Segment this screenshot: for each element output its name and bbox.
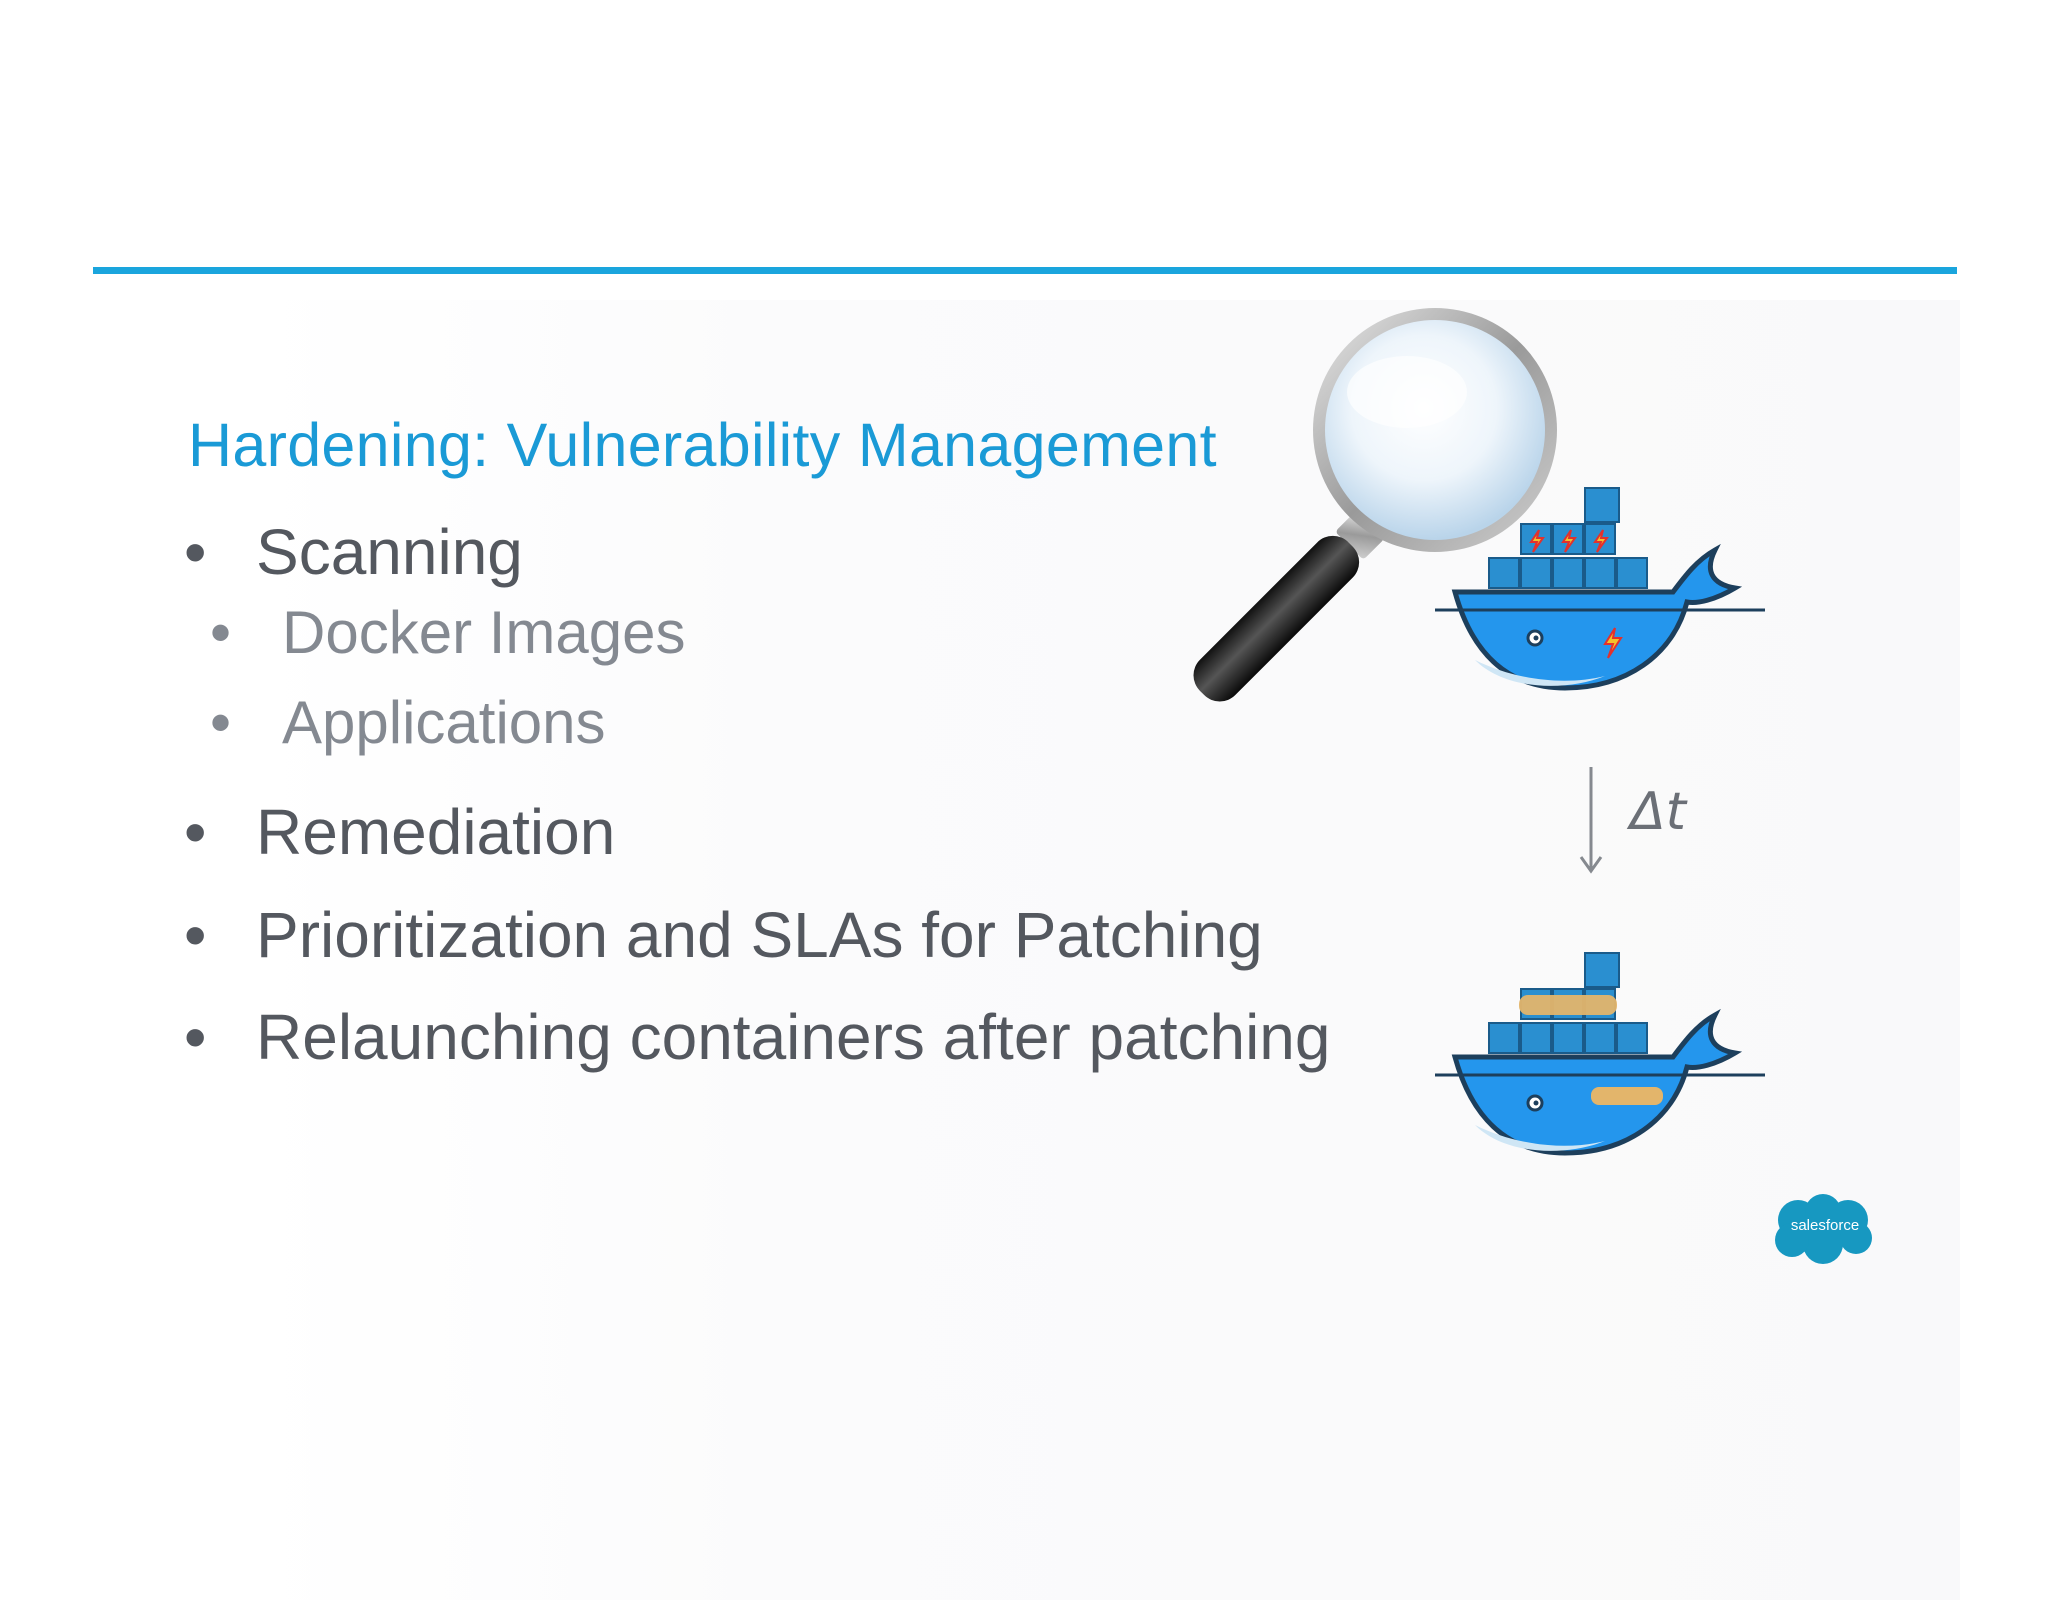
header-rule xyxy=(93,267,1957,274)
content-background xyxy=(250,300,1960,1600)
docker-whale-patched-icon xyxy=(1435,952,1765,1156)
bullet-text: Applications xyxy=(282,689,606,756)
down-arrow-icon xyxy=(1579,767,1603,874)
slide-title: Hardening: Vulnerability Management xyxy=(188,411,1217,479)
bullet-dot: • xyxy=(210,599,232,666)
bullet-dot: • xyxy=(210,689,232,756)
bullet-text: Scanning xyxy=(256,516,523,588)
bullet-text: Relaunching containers after patching xyxy=(256,1001,1331,1073)
bullet-text: Docker Images xyxy=(282,599,686,666)
bullet-text: Remediation xyxy=(256,796,616,868)
bullet-dot: • xyxy=(184,516,207,588)
salesforce-cloud-icon xyxy=(1775,1194,1872,1264)
bullet-dot: • xyxy=(184,1001,207,1073)
magnifying-glass-icon xyxy=(1193,308,1557,702)
bullet-text: Prioritization and SLAs for Patching xyxy=(256,899,1263,971)
delta-t-label: Δt xyxy=(1630,782,1686,842)
bullet-dot: • xyxy=(184,796,207,868)
docker-whale-vulnerable-icon xyxy=(1435,487,1765,691)
salesforce-logo-text: salesforce xyxy=(1790,1217,1860,1234)
bullet-dot: • xyxy=(184,899,207,971)
